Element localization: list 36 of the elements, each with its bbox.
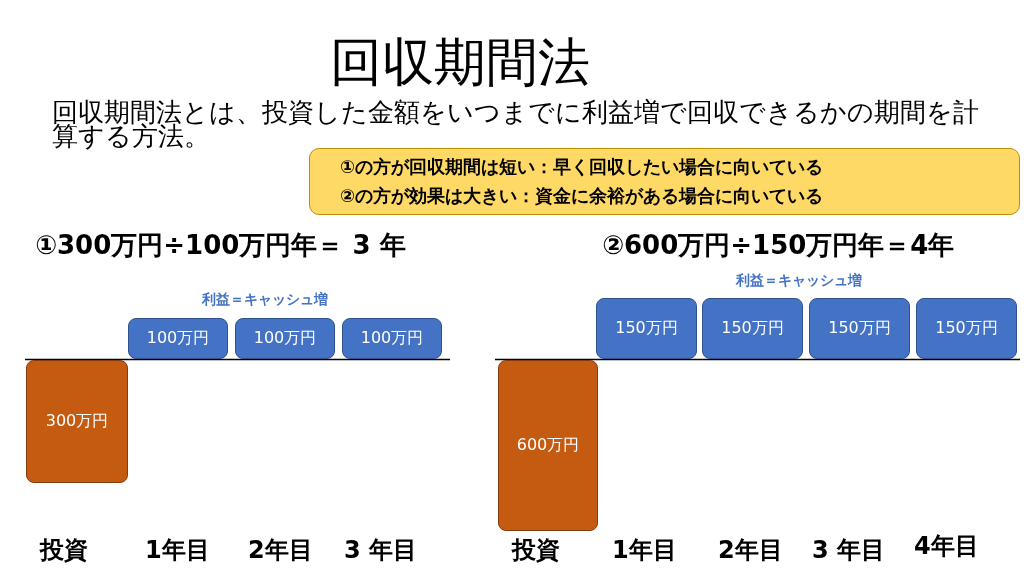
amount-label: 100万円 (146, 328, 210, 349)
axis-label: 2年目 (248, 535, 313, 566)
note-text: ①の方が回収期間は短い：早く回収したい場合に向いている (340, 155, 825, 179)
profit-caption: 利益＝キャッシュ増 (202, 291, 328, 309)
profit-bar (342, 318, 442, 359)
amount-label: 150万円 (935, 318, 998, 339)
axis-label: 2年目 (718, 535, 783, 566)
investment-bar (26, 360, 128, 483)
formula-text: ①300万円÷100万円年＝ 3 年 (35, 229, 406, 262)
profit-bar (235, 318, 335, 359)
profit-bar (128, 318, 228, 359)
axis-label: 3 年目 (812, 535, 886, 566)
title: 回収期間法 (330, 31, 590, 94)
amount-label: 150万円 (721, 318, 784, 339)
profit-caption: 利益＝キャッシュ増 (736, 272, 862, 290)
axis-label: 1年目 (612, 535, 677, 566)
profit-bar (702, 298, 803, 359)
axis-label: 1年目 (145, 535, 210, 566)
amount-label: 600万円 (516, 435, 580, 456)
axis-label: 投資 (40, 535, 88, 566)
axis-label: 3 年目 (344, 535, 418, 566)
amount-label: 300万円 (45, 411, 109, 432)
axis-label: 4年目 (914, 531, 979, 562)
amount-label: 100万円 (253, 328, 317, 349)
amount-label: 100万円 (360, 328, 424, 349)
formula-text: ②600万円÷150万円年＝4年 (602, 229, 955, 262)
axis-label: 投資 (512, 535, 560, 566)
note-text: ②の方が効果は大きい：資金に余裕がある場合に向いている (340, 184, 825, 208)
note-box (309, 148, 1020, 215)
profit-bar (916, 298, 1017, 359)
amount-label: 150万円 (828, 318, 891, 339)
amount-label: 150万円 (615, 318, 678, 339)
description-text: 回収期間法とは、投資した金額をいつまでに利益増で回収できるかの期間を計算する方法。 (52, 100, 980, 148)
investment-bar (498, 360, 598, 531)
profit-bar (596, 298, 697, 359)
profit-bar (809, 298, 910, 359)
